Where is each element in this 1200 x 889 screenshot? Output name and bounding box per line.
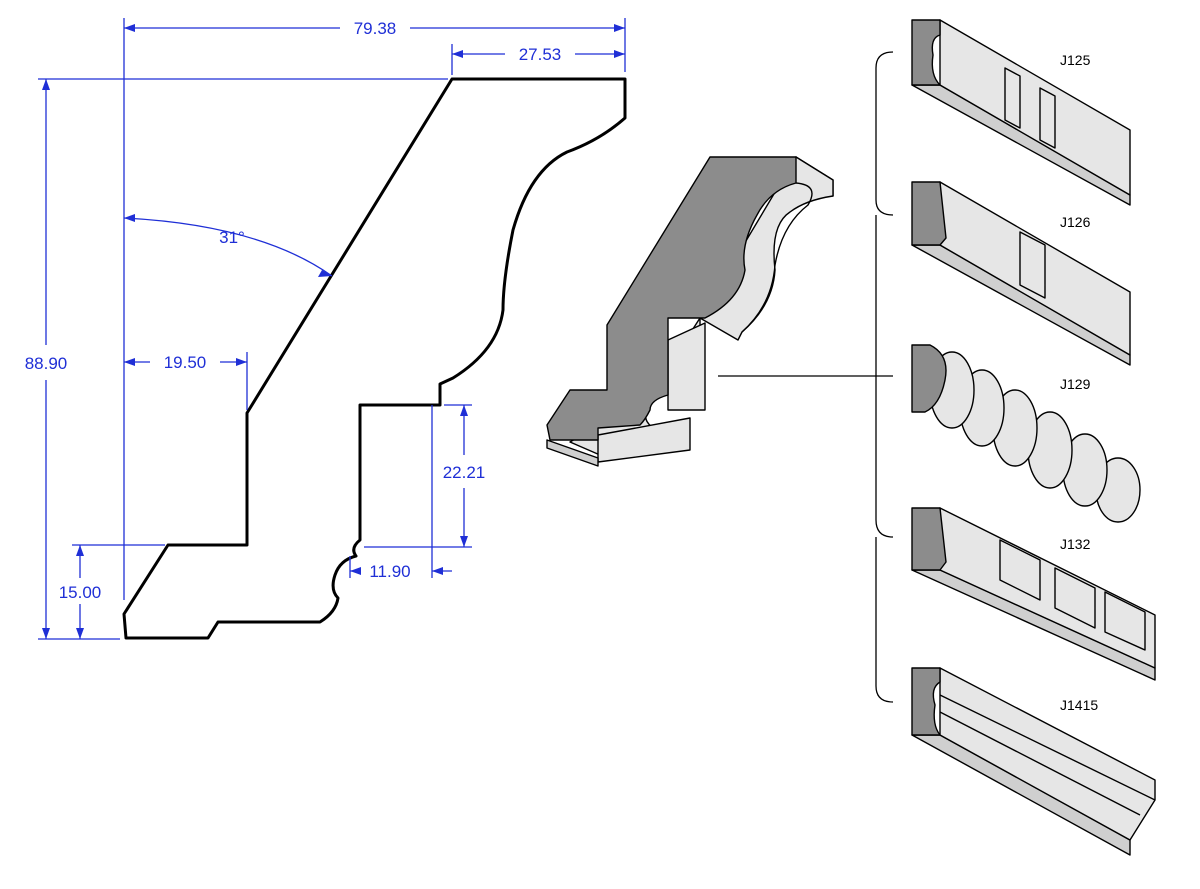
step-height-label: 22.21	[443, 463, 486, 482]
label-j125: J125	[1060, 52, 1091, 68]
label-j132: J132	[1060, 536, 1091, 552]
molding-3d-view	[546, 156, 834, 467]
bottom-height-label: 15.00	[59, 583, 102, 602]
top-width-label: 27.53	[519, 45, 562, 64]
profile-j125[interactable]	[911, 19, 1131, 206]
step-width-label: 19.50	[164, 353, 207, 372]
label-j129: J129	[1060, 376, 1091, 392]
profile-j126[interactable]	[911, 181, 1131, 366]
bottom-offset-label: 11.90	[369, 562, 410, 581]
overall-width-label: 79.38	[354, 19, 397, 38]
angle-label: 31°	[219, 228, 245, 247]
profile-j132[interactable]	[911, 507, 1156, 681]
profile-j129[interactable]	[911, 344, 1141, 523]
profile-j1415[interactable]	[911, 667, 1156, 856]
overall-height-label: 88.90	[25, 354, 68, 373]
profile-labels: J125 J126 J129 J132 J1415	[1060, 52, 1098, 713]
profile-bracket	[875, 51, 894, 703]
dimension-labels: 79.38 27.53 31° 88.90 19.50 22.21 15.00 …	[25, 19, 562, 602]
label-j1415: J1415	[1060, 697, 1098, 713]
dimension-lines	[38, 18, 626, 640]
section-profile	[122, 77, 627, 640]
label-j126: J126	[1060, 214, 1091, 230]
section-outline	[122, 77, 627, 640]
